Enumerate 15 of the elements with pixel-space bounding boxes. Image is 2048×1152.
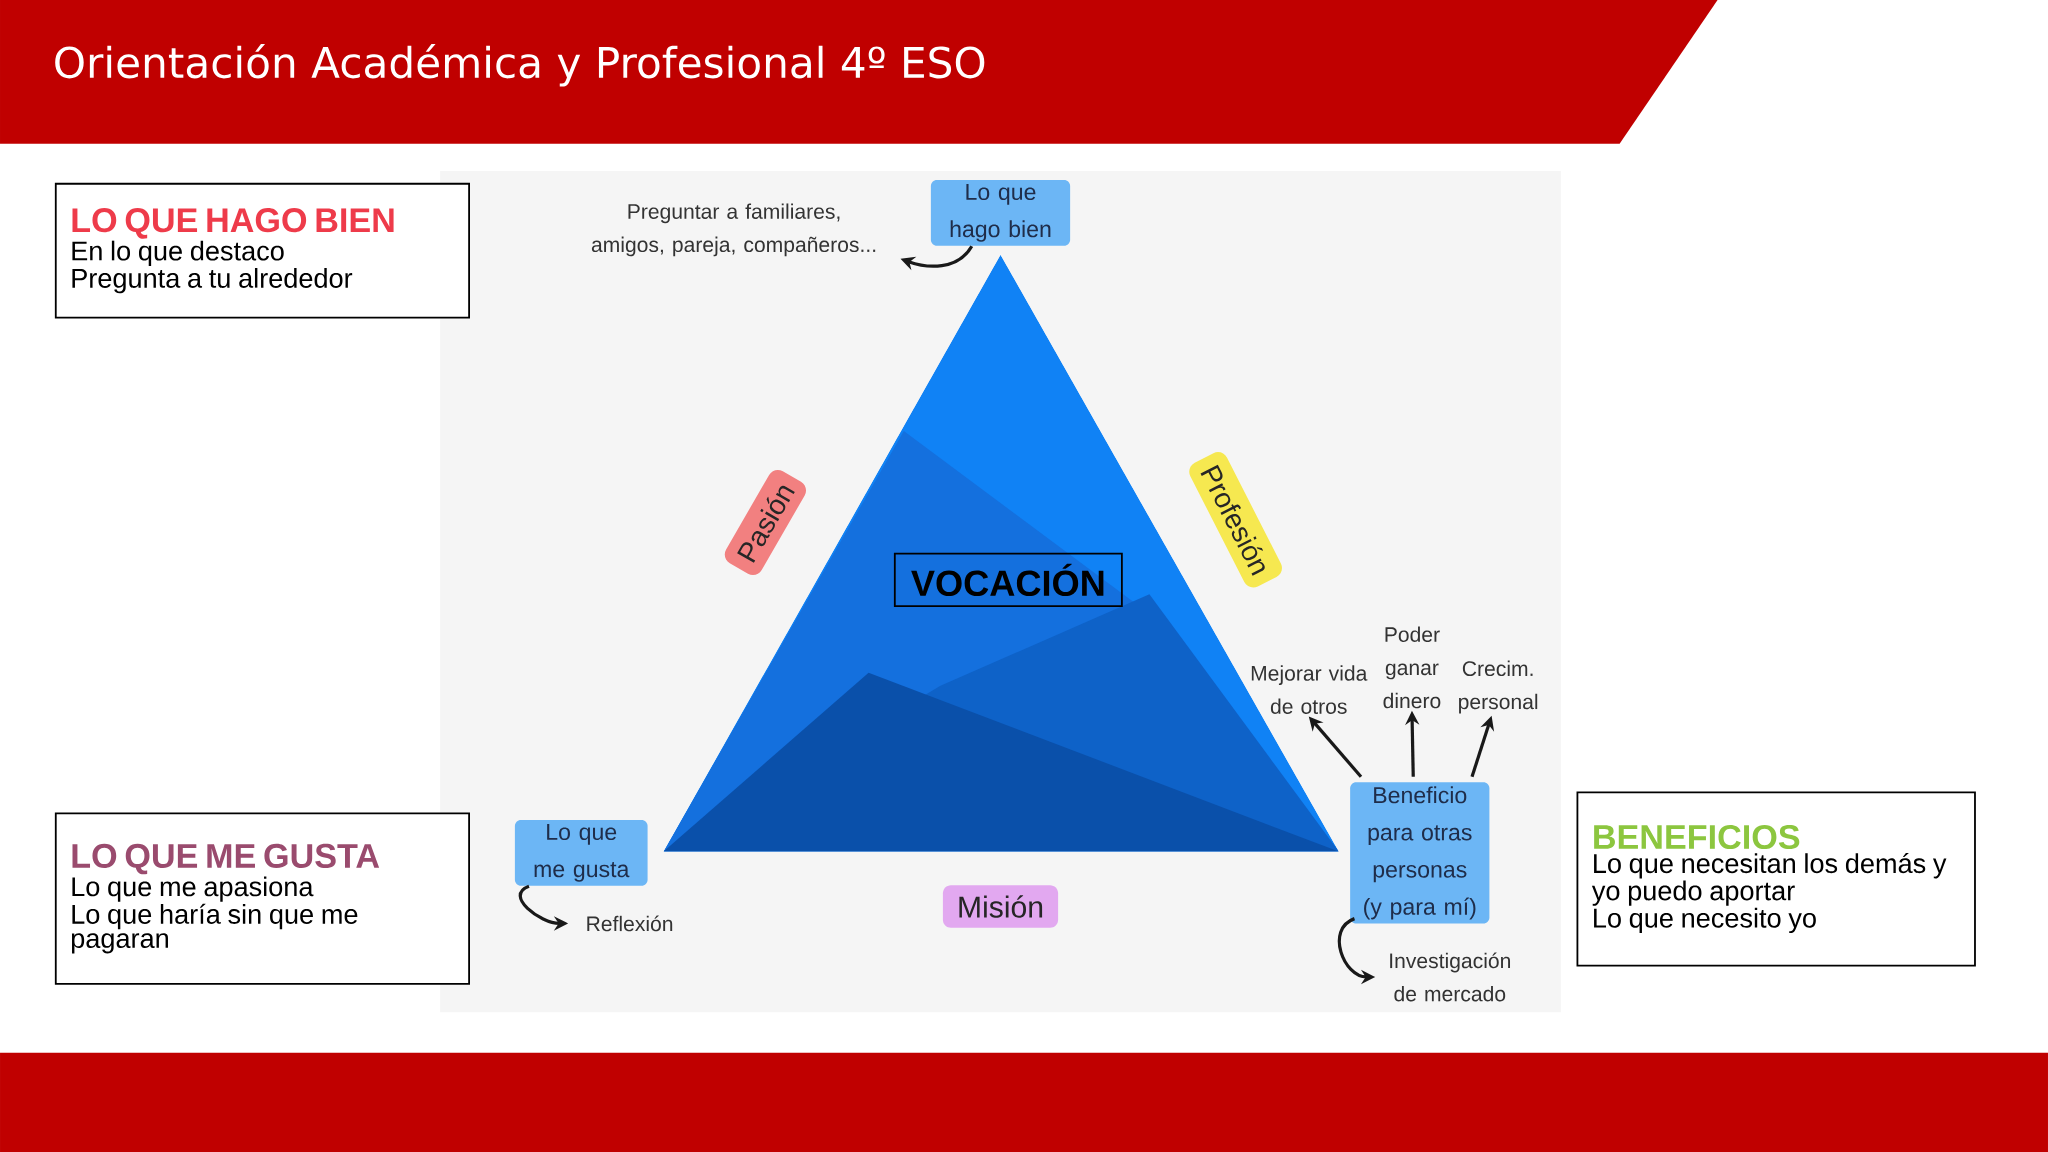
- framed-label: VOCACIÓN: [893, 552, 1123, 608]
- annotation-text: Investigación de mercado: [1390, 952, 1510, 1002]
- info-card: LO QUE ME GUSTA Lo que me apasiona Lo que haría sin que me pagaran: [54, 812, 470, 985]
- info-card: BENEFICIOS Lo que necesitan los demás y yo puedo aportar Lo que necesito yo: [1576, 791, 1976, 967]
- tag-label: Beneficio para otras personas (y para mí): [1350, 782, 1490, 924]
- annotation-text: Mejorar vida de otros: [1251, 665, 1368, 714]
- tag-label: Misión: [942, 885, 1059, 928]
- annotation-text: Reflexión: [587, 915, 673, 932]
- title: Orientación Académica y Profesional 4º ESO: [55, 44, 985, 87]
- annotation-text: Preguntar a familiares, amigos, pareja, compañeros...: [591, 203, 876, 257]
- tag-label: Lo que hago bien: [930, 179, 1071, 246]
- info-card: LO QUE HAGO BIEN En lo que destaco Pregunta a tu alrededor: [54, 182, 470, 319]
- tag-label: Lo que me gusta: [514, 819, 648, 886]
- annotation-text: Crecim. personal: [1459, 660, 1538, 714]
- annotation-text: Poder ganar dinero: [1383, 626, 1441, 709]
